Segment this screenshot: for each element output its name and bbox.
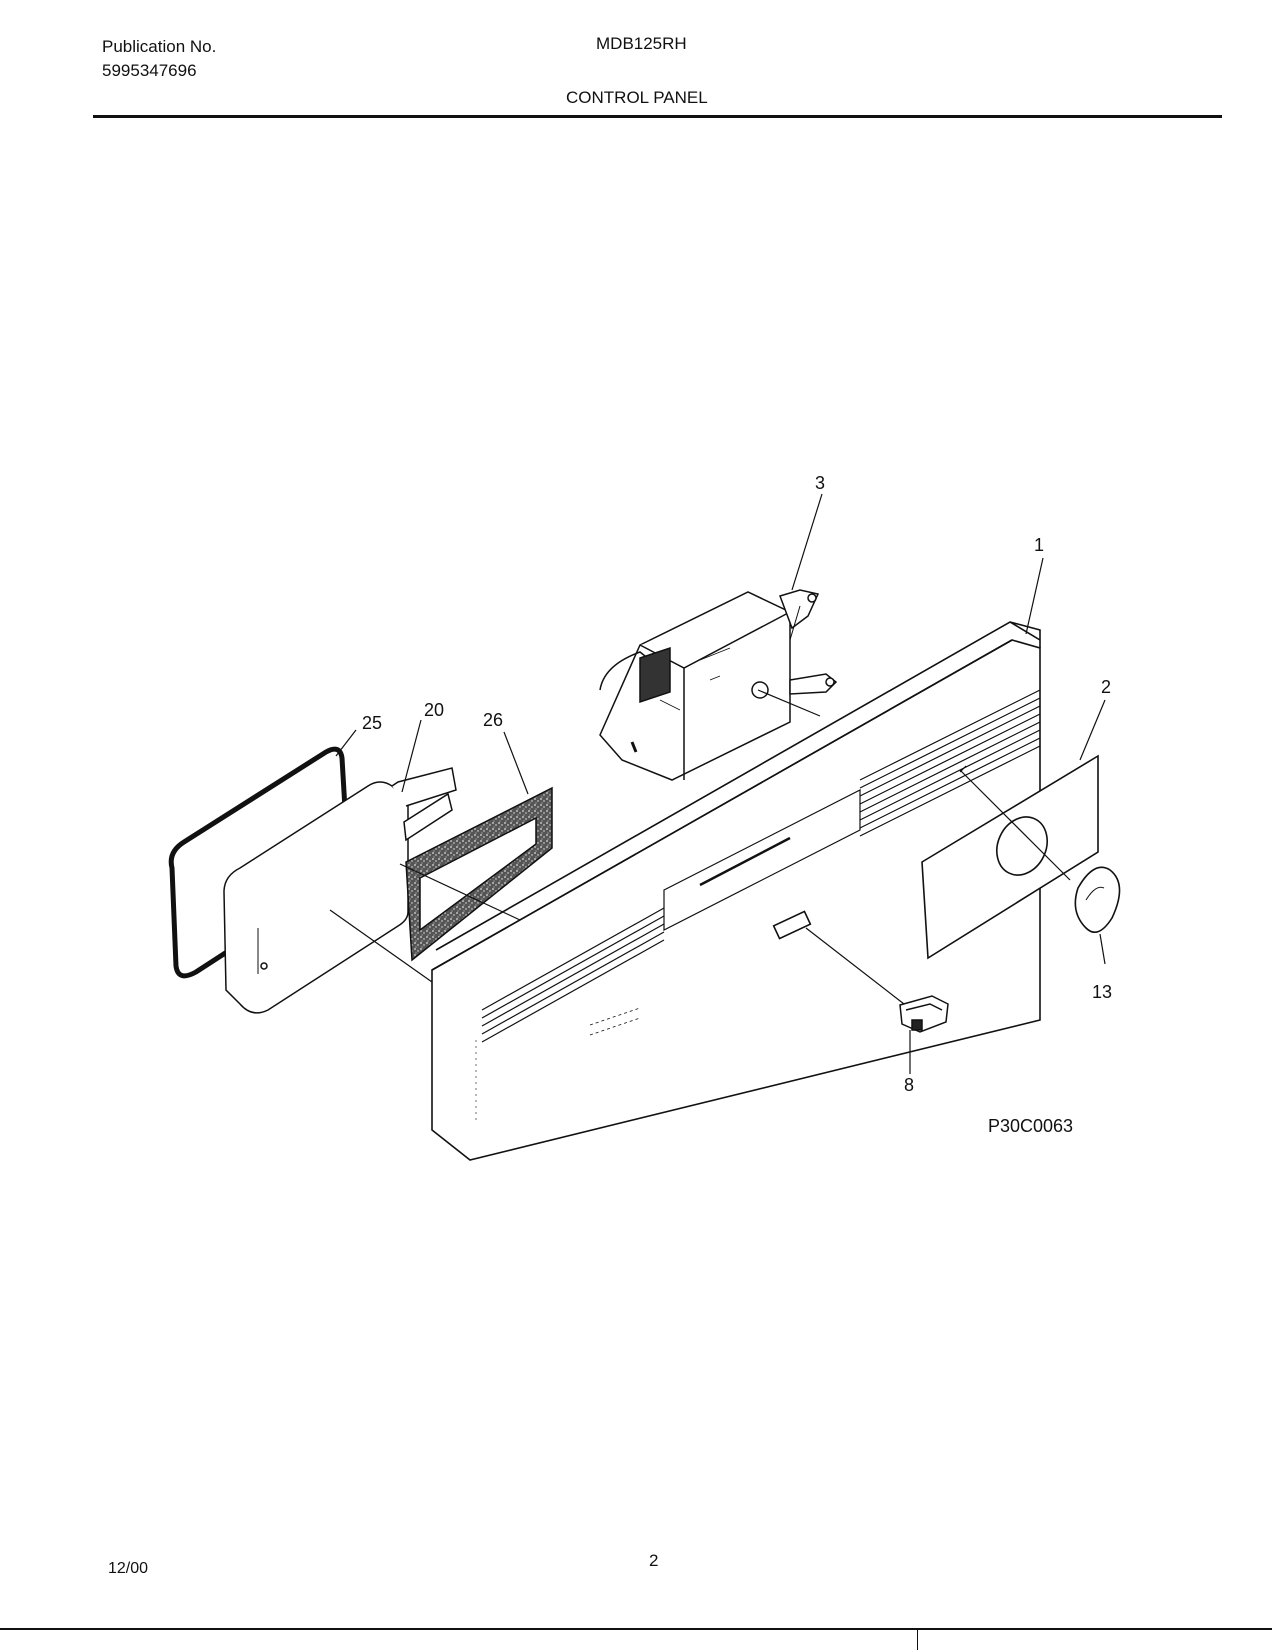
footer-divider bbox=[917, 1628, 918, 1650]
knob bbox=[1074, 866, 1121, 934]
callout-1: 1 bbox=[1034, 535, 1044, 555]
display-lens bbox=[223, 767, 457, 1014]
overlay-plate bbox=[921, 754, 1099, 960]
rocker-switch bbox=[899, 995, 949, 1033]
publication-label: Publication No. bbox=[102, 37, 217, 56]
header-rule bbox=[93, 115, 1222, 118]
callout-3: 3 bbox=[815, 473, 825, 493]
callout-26: 26 bbox=[483, 710, 503, 730]
publication-number: 5995347696 bbox=[102, 61, 197, 80]
callout-13: 13 bbox=[1092, 982, 1112, 1002]
footer-rule bbox=[0, 1628, 1272, 1630]
display-board bbox=[405, 786, 553, 962]
model-number: MDB125RH bbox=[596, 34, 687, 53]
callout-25: 25 bbox=[362, 713, 382, 733]
callout-20: 20 bbox=[424, 700, 444, 720]
callout-2: 2 bbox=[1101, 677, 1111, 697]
timer-module bbox=[599, 589, 838, 781]
part-callouts: 3 1 2 25 20 26 13 8 bbox=[362, 473, 1112, 1095]
footer-date: 12/00 bbox=[108, 1560, 149, 1577]
section-title: CONTROL PANEL bbox=[566, 88, 708, 107]
page-number: 2 bbox=[649, 1551, 659, 1570]
callout-8: 8 bbox=[904, 1075, 914, 1095]
figure-id: P30C0063 bbox=[988, 1116, 1073, 1136]
leader-lines bbox=[329, 493, 1106, 1074]
